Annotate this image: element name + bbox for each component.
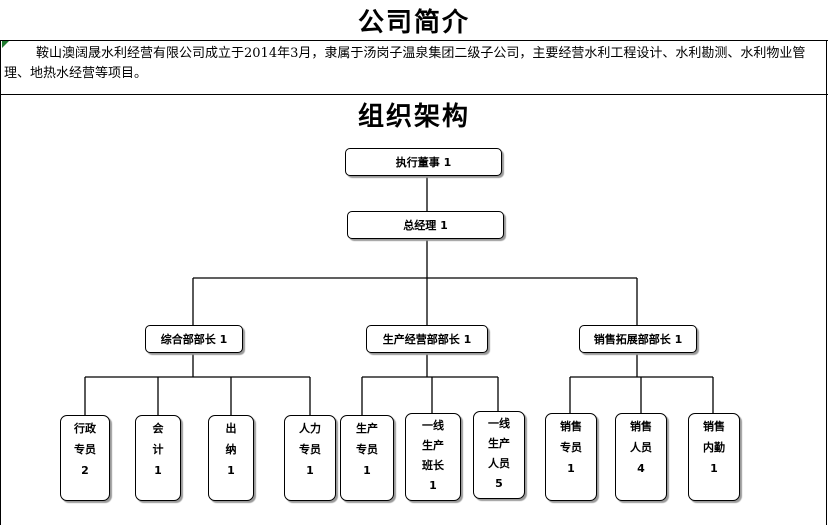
- staff-line: 专员: [560, 441, 582, 454]
- executive-director-box: 执行董事 1: [345, 148, 502, 176]
- staff-line: 会: [152, 422, 164, 435]
- general-manager-box: 总经理 1: [347, 211, 504, 239]
- staff-count: 1: [567, 462, 575, 475]
- staff-line: 纳: [225, 443, 237, 456]
- staff-line: 人力: [299, 422, 321, 435]
- staff-admin-box: 行政 专员 2: [60, 415, 110, 501]
- dept-sales-box: 销售拓展部部长 1: [579, 325, 697, 353]
- dept-general-affairs-box: 综合部部长 1: [145, 325, 243, 353]
- staff-line: 一线: [422, 419, 444, 432]
- cell-border-left: [0, 40, 1, 525]
- staff-line: 生产: [356, 422, 378, 435]
- staff-line: 专员: [299, 443, 321, 456]
- staff-line: 行政: [74, 422, 96, 435]
- staff-line: 人员: [488, 457, 510, 470]
- staff-line: 出: [225, 422, 237, 435]
- staff-sales-rep-box: 销售 人员 4: [615, 413, 667, 501]
- staff-line: 专员: [356, 443, 378, 456]
- company-profile-title: 公司简介: [357, 8, 470, 38]
- company-intro-text: 鞍山澳阔晟水利经营有限公司成立于2014年3月，隶属于汤岗子温泉集团二级子公司，…: [4, 46, 806, 81]
- staff-count: 1: [227, 464, 235, 477]
- staff-count: 1: [363, 464, 371, 477]
- staff-count: 5: [495, 477, 503, 490]
- staff-hr-box: 人力 专员 1: [284, 415, 336, 501]
- title-row: [0, 0, 828, 41]
- staff-count: 2: [81, 464, 89, 477]
- staff-count: 1: [429, 479, 437, 492]
- staff-line: 专员: [74, 443, 96, 456]
- staff-accountant-box: 会 计 1: [135, 415, 181, 501]
- staff-count: 1: [154, 464, 162, 477]
- staff-line-worker-box: 一线 生产 人员 5: [473, 411, 525, 499]
- staff-line: 班长: [422, 459, 444, 472]
- staff-line: 人员: [630, 441, 652, 454]
- staff-line: 销售: [560, 420, 582, 433]
- staff-sales-specialist-box: 销售 专员 1: [545, 413, 597, 501]
- intro-row: [0, 40, 828, 95]
- staff-line: 一线: [488, 417, 510, 430]
- staff-count: 1: [306, 464, 314, 477]
- dept-production-box: 生产经营部部长 1: [366, 325, 488, 353]
- staff-line: 生产: [488, 437, 510, 450]
- staff-sales-support-box: 销售 内勤 1: [688, 413, 740, 501]
- staff-line: 销售: [630, 420, 652, 433]
- staff-line-leader-box: 一线 生产 班长 1: [405, 413, 461, 501]
- org-chart-title: 组织架构: [357, 102, 470, 132]
- staff-cashier-box: 出 纳 1: [208, 415, 254, 501]
- staff-production-box: 生产 专员 1: [340, 415, 394, 501]
- staff-line: 计: [152, 443, 164, 456]
- cell-border-right: [826, 40, 827, 525]
- staff-count: 4: [637, 462, 645, 475]
- cell-comment-indicator-icon: [2, 41, 9, 48]
- staff-line: 销售: [703, 420, 725, 433]
- staff-line: 内勤: [703, 441, 725, 454]
- staff-line: 生产: [422, 439, 444, 452]
- staff-count: 1: [710, 462, 718, 475]
